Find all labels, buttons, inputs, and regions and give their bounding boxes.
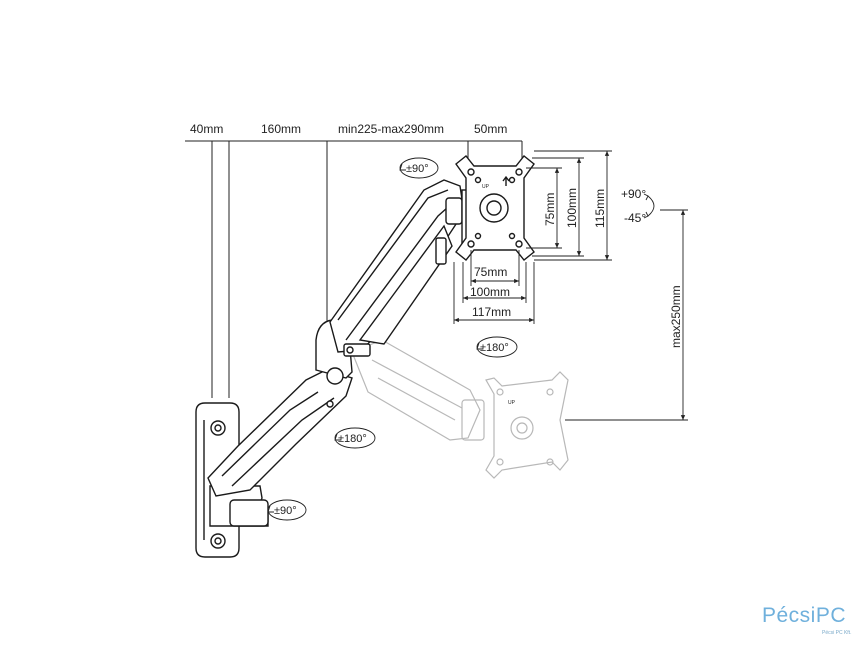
brand-name: PécsiPC	[762, 604, 847, 627]
dim-vesa-75-vertical: 75mm	[543, 193, 557, 226]
height-adjustment-dim	[565, 209, 688, 421]
lower-arm	[207, 319, 353, 527]
tilt-arc-icon	[643, 193, 655, 219]
rotation-head-swivel-icon	[399, 157, 439, 179]
dim-wall-plate-depth: 40mm	[190, 122, 223, 136]
rotation-middle-icon	[334, 427, 376, 449]
rotation-wall-swivel-icon	[267, 499, 307, 521]
rotation-center-label: ±180°	[480, 342, 509, 354]
top-dimension-line	[185, 140, 523, 398]
vesa-horizontal-dims	[453, 250, 535, 324]
dim-vesa-100-vertical: 100mm	[565, 188, 579, 228]
vesa-vertical-dims	[526, 150, 612, 261]
rotation-head-swivel-label: ±90°	[406, 163, 429, 175]
tilt-down-label: -45°	[624, 211, 646, 225]
brand-subtitle: Pécsi PC Kft.	[822, 630, 852, 636]
plate-up-mark: UP	[482, 184, 490, 190]
ghost-arm-position	[351, 339, 569, 479]
dim-plate-width: 117mm	[472, 305, 511, 319]
dim-arm-second-segment: min225-max290mm	[338, 122, 444, 136]
vesa-plate	[455, 155, 535, 261]
dim-vesa-100-horizontal: 100mm	[470, 285, 510, 299]
upper-arm	[329, 179, 465, 357]
dim-arm-first-segment: 160mm	[261, 122, 301, 136]
dim-vesa-75-horizontal: 75mm	[474, 265, 507, 279]
rotation-wall-swivel-label: ±90°	[274, 505, 297, 517]
tilt-up-label: +90°	[621, 187, 646, 201]
brand-logo: PécsiPC Pécsi PC Kft.	[762, 604, 862, 644]
rotation-center-icon	[476, 336, 518, 358]
ghost-plate-up-mark: UP	[508, 400, 516, 406]
dim-plate-height: 115mm	[593, 189, 607, 228]
dim-head-depth: 50mm	[474, 122, 507, 136]
dim-height-adjustment: max250mm	[669, 285, 683, 348]
rotation-middle-label: ±180°	[338, 433, 367, 445]
